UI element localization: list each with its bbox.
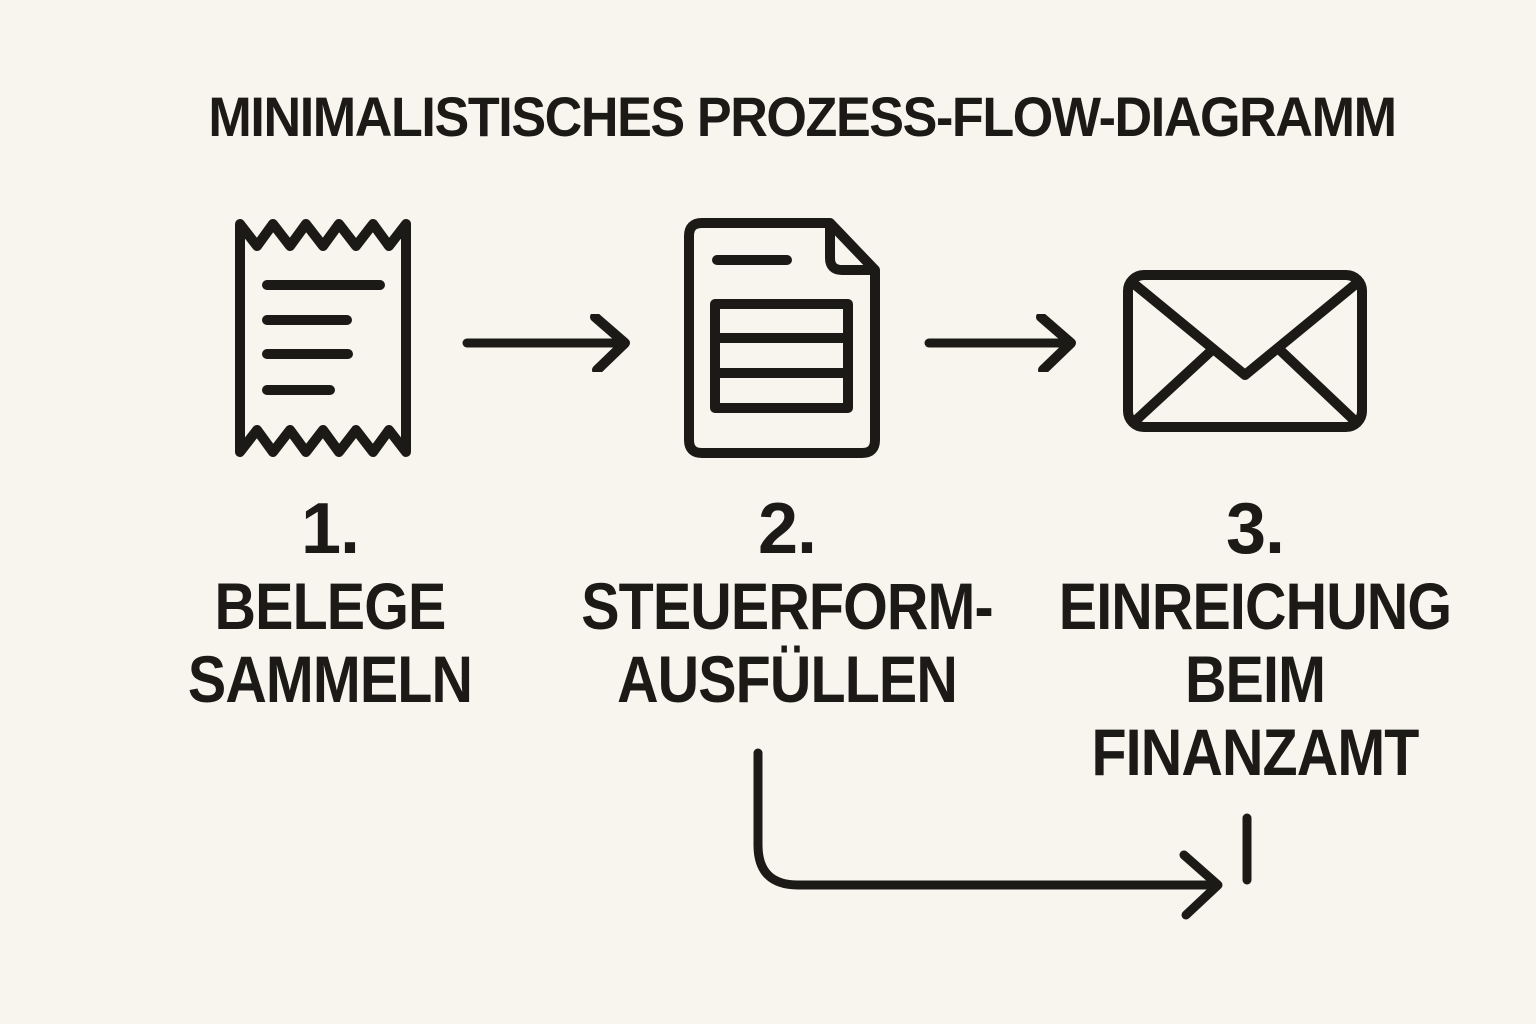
step-label-line: EINREICHUNG [1058, 569, 1452, 643]
step-label-line: FINANZAMT [1091, 715, 1419, 789]
step-label-line: BEIM [1184, 642, 1326, 716]
step-1-label-block: 1. BELEGE SAMMELN [70, 488, 590, 716]
step-number: 3. [1225, 489, 1285, 569]
step-label-line: STEUERFORM- [581, 569, 993, 643]
tax-form-document-icon [684, 218, 880, 458]
step-label-line: BELEGE [214, 569, 447, 643]
step-2-label-block: 2. STEUERFORM- AUSFÜLLEN [527, 488, 1047, 716]
envelope-icon [1123, 270, 1367, 432]
receipt-icon [235, 219, 411, 457]
arrow-right-icon [462, 314, 630, 372]
step-number: 1. [300, 489, 360, 569]
step-3-label-block: 3. EINREICHUNG BEIM FINANZAMT [995, 488, 1515, 789]
step-label-line: SAMMELN [187, 642, 473, 716]
elbow-arrow-icon [753, 748, 1252, 920]
page-title: MINIMALISTISCHES PROZESS-FLOW-DIAGRAMM [208, 85, 1397, 148]
arrow-right-icon [924, 314, 1076, 372]
step-label-line: AUSFÜLLEN [617, 642, 958, 716]
step-number: 2. [757, 489, 817, 569]
